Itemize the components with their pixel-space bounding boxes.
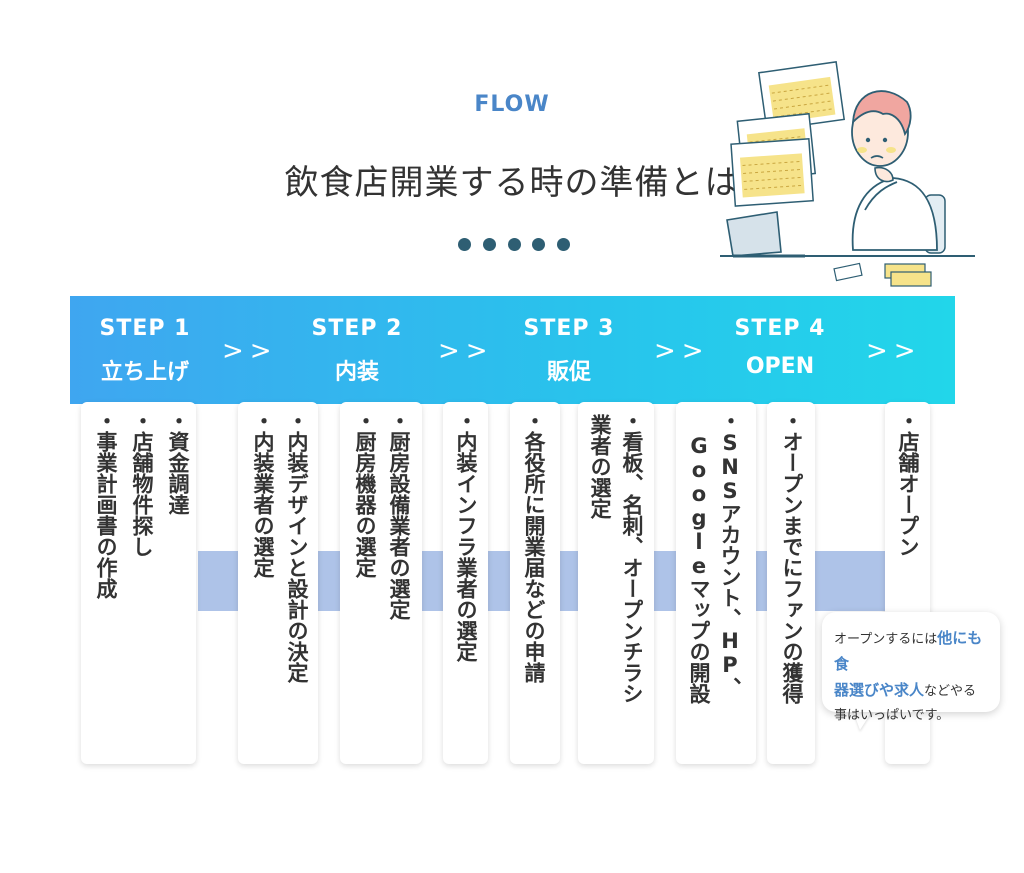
task-item: ・看板、名刺、オープンチラシ (620, 410, 644, 704)
page-title: 飲食店開業する時の準備とは (284, 163, 740, 203)
task-item: ・オープンまでにファンの獲得 (780, 410, 804, 704)
arrow-icon: >> (222, 336, 278, 366)
task-item: ・内装業者の選定 (251, 410, 275, 578)
bubble-tail (852, 708, 874, 730)
task-card-step3-c (676, 402, 756, 764)
bubble-highlight: 器選びや求人 (834, 681, 925, 699)
task-item: ・内装インフラ業者の選定 (454, 410, 478, 662)
task-item: ・店舗オープン (896, 410, 920, 557)
bubble-text: オープンするには (834, 632, 938, 647)
worried-man-illustration (720, 61, 975, 287)
step-name: 内装 (334, 360, 379, 385)
task-card-step2-b (340, 402, 422, 764)
step-1: STEP 1 立ち上げ (65, 316, 225, 386)
step-3: STEP 3 販促 (489, 316, 649, 386)
step-name: 立ち上げ (100, 360, 189, 385)
task-item: 業者の選定 (588, 414, 612, 519)
task-card-step2-c (443, 402, 488, 764)
task-item: ・資金調達 (166, 410, 190, 515)
task-card-step2-a (238, 402, 318, 764)
task-card-step3-d (767, 402, 815, 764)
task-card-step1 (81, 402, 196, 764)
step-number: STEP 2 (311, 316, 403, 341)
bubble-text: などやる (924, 684, 977, 699)
speech-bubble: オープンするには他にも食 器選びや求人などやる 事はいっぱいです。 (822, 612, 1000, 723)
arrow-icon: >> (866, 336, 922, 366)
dots-divider (458, 238, 570, 252)
task-item: ・店舗物件探し (130, 410, 154, 557)
task-item: ・事業計画書の作成 (94, 410, 118, 599)
task-card-step3-b (578, 402, 654, 764)
bubble-text: 事はいっぱいです。 (834, 708, 950, 723)
task-card-step3-a (510, 402, 560, 764)
step-number: STEP 4 (734, 316, 826, 341)
section-label: FLOW (474, 92, 550, 117)
arrow-icon: >> (654, 336, 710, 366)
task-item: ・厨房機器の選定 (353, 410, 377, 578)
step-number: STEP 3 (523, 316, 615, 341)
task-item: ・各役所に開業届などの申請 (522, 410, 546, 683)
task-item: Googleマップの開設 (687, 434, 711, 704)
step-name: OPEN (745, 354, 815, 379)
step-2: STEP 2 内装 (277, 316, 437, 386)
step-number: STEP 1 (99, 316, 191, 341)
step-4: STEP 4 OPEN (700, 316, 860, 379)
task-item: ・SNSアカウント、HP、 (718, 410, 742, 698)
step-name: 販促 (546, 360, 591, 385)
arrow-icon: >> (438, 336, 494, 366)
task-item: ・厨房設備業者の選定 (387, 410, 411, 620)
task-item: ・内装デザインと設計の決定 (285, 410, 309, 683)
bubble-highlight: 他にも食 (834, 629, 983, 673)
step-band (70, 296, 955, 404)
